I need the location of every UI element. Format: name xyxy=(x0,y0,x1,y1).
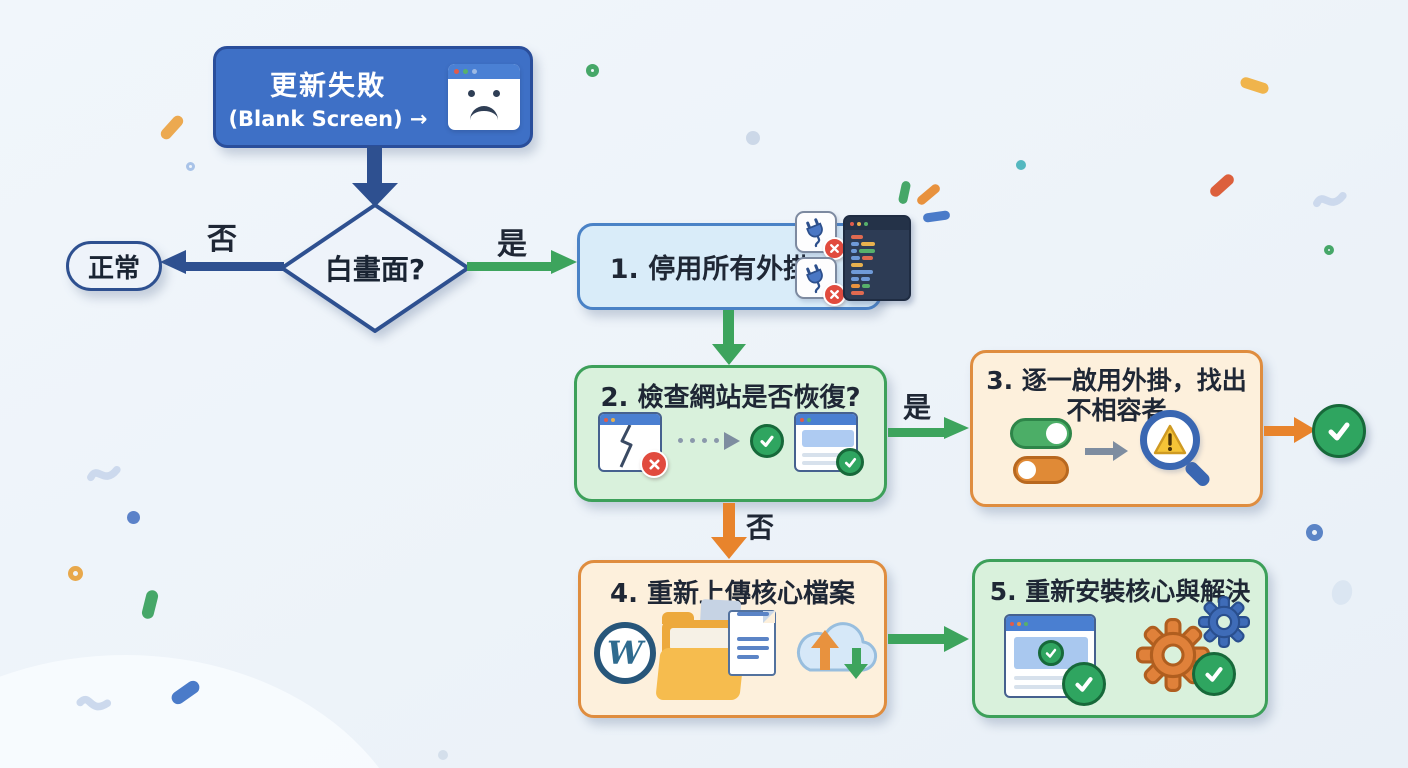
arrowhead-decision-step1 xyxy=(551,250,577,274)
arrowhead-decision-normal xyxy=(160,250,186,274)
arrow-step2-step4 xyxy=(723,503,735,539)
confetti-dash-icon xyxy=(140,588,160,621)
confetti-squiggle-icon xyxy=(1312,186,1352,212)
code-editor-icon xyxy=(843,215,911,301)
background-blob xyxy=(0,655,420,768)
start-subtitle: (Blank Screen) → xyxy=(228,106,428,131)
arrow-step3-success xyxy=(1264,426,1296,436)
magnifier-warning-icon xyxy=(1140,410,1200,470)
confetti-ring-icon xyxy=(1306,524,1323,541)
decision-label: 白畫面? xyxy=(324,253,426,286)
arrowhead-start-decision xyxy=(352,183,398,207)
browser-success-icon xyxy=(1004,614,1096,698)
edge-label-no: 否 xyxy=(746,511,775,544)
arrow-step4-step5 xyxy=(888,634,946,644)
check-circle-icon xyxy=(750,424,784,458)
start-node-text: 更新失敗 (Blank Screen) → xyxy=(216,64,434,131)
sparkle-dash-icon xyxy=(915,182,942,207)
edge-label-yes: 是 xyxy=(903,391,932,424)
confetti-dot-icon xyxy=(1016,160,1026,170)
step1-label: 1. 停用所有外掛 xyxy=(609,254,811,285)
confetti-squiggle-icon xyxy=(73,684,119,721)
sparkle-dash-icon xyxy=(922,210,951,223)
check-circle-icon xyxy=(1192,652,1236,696)
plug-icon xyxy=(795,257,837,299)
arrowhead-step2-step3 xyxy=(944,417,969,439)
confetti-ring-icon xyxy=(1324,245,1334,255)
step5-label: 5. 重新安裝核心與解決 xyxy=(989,577,1251,606)
paper-icon xyxy=(670,628,730,650)
gear-icon xyxy=(1198,596,1250,648)
confetti-dash-icon xyxy=(1239,75,1270,96)
confetti-dash-icon xyxy=(1207,172,1237,199)
confetti-squiggle-icon xyxy=(86,460,126,486)
upload-arrow-icon xyxy=(811,630,839,648)
arrowhead-toggles-magnifier xyxy=(1113,441,1128,461)
document-icon xyxy=(728,610,776,676)
start-node: 更新失敗 (Blank Screen) → xyxy=(213,46,533,148)
confetti-ring-icon xyxy=(68,566,83,581)
arrow-step1-step2 xyxy=(723,310,734,346)
confetti-ring-icon xyxy=(186,162,195,171)
download-arrow-icon xyxy=(844,664,868,679)
arrow-decision-normal xyxy=(182,262,284,271)
confetti-dash-icon xyxy=(158,113,186,142)
arrow-toggles-magnifier xyxy=(1085,448,1115,455)
arrowhead-step1-step2 xyxy=(712,344,746,365)
step2-label: 2. 檢查網站是否恢復? xyxy=(600,383,861,413)
arrowhead-step3-success xyxy=(1294,417,1316,443)
edge-label-no: 否 xyxy=(207,222,237,257)
start-title: 更新失敗 xyxy=(270,70,386,102)
sad-browser-icon xyxy=(448,64,520,130)
toggle-off-icon xyxy=(1013,456,1069,484)
download-arrow-icon xyxy=(852,648,861,666)
dotted-arrow xyxy=(678,438,719,443)
check-circle-icon xyxy=(1062,662,1106,706)
sparkle-dash-icon xyxy=(897,180,912,205)
gear-icon xyxy=(1136,618,1210,692)
edge-label-yes: 是 xyxy=(497,227,527,262)
upload-arrow-icon xyxy=(820,646,830,670)
arrowhead-step2-step4 xyxy=(711,537,747,559)
success-circle-icon xyxy=(1312,404,1366,458)
check-circle-icon xyxy=(836,448,864,476)
dotted-arrowhead xyxy=(724,432,740,450)
step3-label-line1: 3. 逐一啟用外掛，找出 xyxy=(986,366,1247,395)
arrow-start-decision xyxy=(367,146,382,186)
arrowhead-step4-step5 xyxy=(944,626,969,652)
normal-node: 正常 xyxy=(66,241,162,291)
error-x-icon xyxy=(640,450,668,478)
confetti-ring-icon xyxy=(586,64,599,77)
confetti-dot-icon xyxy=(746,131,760,145)
toggle-on-icon xyxy=(1010,418,1072,449)
confetti-blob-icon xyxy=(1329,577,1355,608)
confetti-dot-icon xyxy=(438,750,448,760)
check-circle-icon xyxy=(1038,640,1064,666)
arrow-decision-step1 xyxy=(467,262,553,271)
plug-icon xyxy=(795,211,837,253)
confetti-dot-icon xyxy=(127,511,140,524)
arrow-step2-step3 xyxy=(888,428,946,437)
decision-diamond xyxy=(280,203,470,333)
wordpress-icon: W xyxy=(594,622,656,684)
